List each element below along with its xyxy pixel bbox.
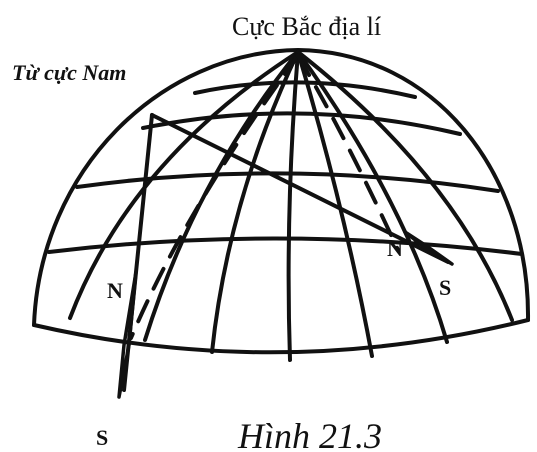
parallel-4 <box>47 236 524 256</box>
meridian-3 <box>210 50 300 354</box>
hemisphere-outline <box>32 48 531 327</box>
compass-left-south-label: S <box>96 425 109 450</box>
parallel-1 <box>193 80 417 99</box>
compass-needle-right <box>403 230 454 266</box>
magnetic-meridian-back <box>296 54 400 252</box>
meridian-1 <box>68 50 300 320</box>
compass-right-north-label: N <box>387 236 403 261</box>
magnetic-field-line <box>150 113 450 264</box>
meridian-7 <box>296 50 514 322</box>
parallel-2 <box>141 111 462 136</box>
parallel-3 <box>75 171 500 193</box>
figure-caption: Hình 21.3 <box>238 416 382 452</box>
compass-right-south-label: S <box>439 275 452 300</box>
magnetic-meridian-front <box>129 54 300 340</box>
compass-left-north-label: N <box>107 278 123 303</box>
meridian-4 <box>286 50 300 362</box>
compass-needle-left <box>117 270 138 399</box>
meridian-6 <box>296 50 449 344</box>
magnetic-south-pole-label: Từ cực Nam <box>12 60 127 85</box>
geographic-north-pole-label: Cực Bắc địa lí <box>232 12 382 41</box>
base-equator-arc <box>32 318 530 355</box>
